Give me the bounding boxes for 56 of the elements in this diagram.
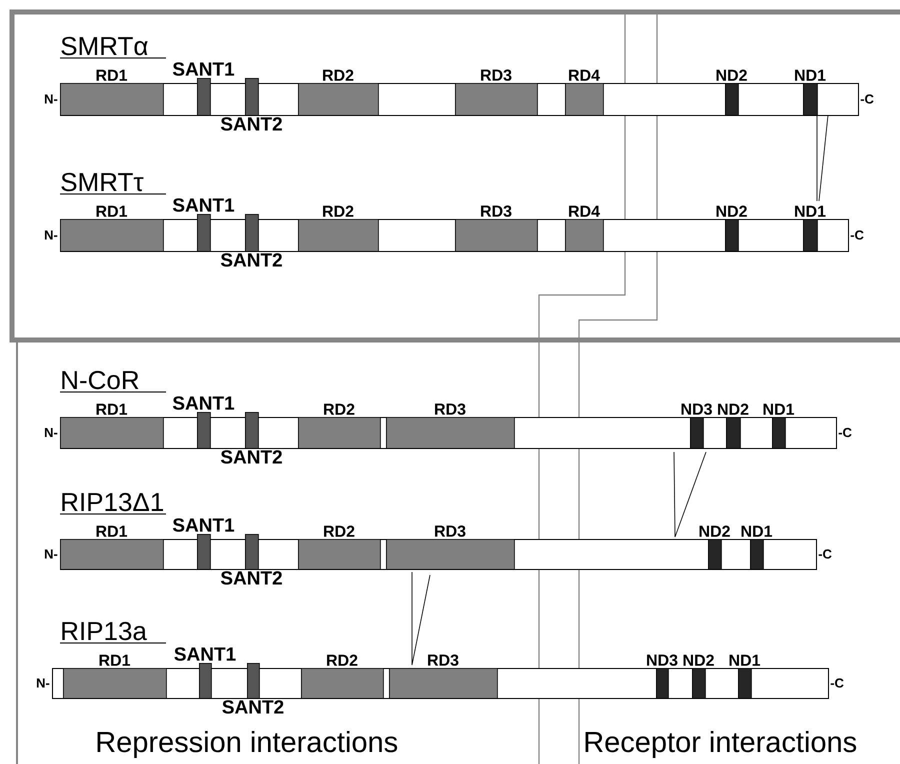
protein-name: N-CoR	[60, 370, 166, 392]
domain-label: ND2	[684, 654, 714, 666]
terminus-label: -C	[860, 94, 874, 104]
domain-label: RD4	[569, 70, 600, 81]
terminus-label: N-	[44, 550, 58, 558]
region-caption: Repression interactions	[98, 731, 398, 758]
domain-label: RD2	[324, 404, 354, 415]
domain-label: RD4	[569, 206, 600, 217]
terminus-label: N-	[44, 428, 58, 437]
domain-label: RD1	[100, 654, 130, 666]
domain-label: RD2	[323, 70, 354, 81]
terminus-label: N-	[36, 678, 50, 688]
domain-label: ND2	[718, 404, 748, 415]
domain-label: RD3	[481, 69, 512, 81]
domain-label: SANT1	[172, 518, 234, 532]
domain-label: ND2	[716, 206, 747, 217]
protein-name: SMRTα	[60, 36, 166, 58]
domain-label: ND1	[795, 206, 826, 217]
terminus-label: -C	[830, 678, 844, 688]
domain-label: SANT1	[172, 198, 234, 212]
terminus-label: -C	[838, 428, 852, 438]
domain-label: ND2	[700, 526, 730, 537]
domain-label: RD3	[428, 654, 458, 666]
domain-label: SANT1	[172, 62, 234, 76]
domain-label: SANT2	[220, 253, 282, 267]
domain-label: RD2	[327, 654, 358, 666]
domain-label: SANT2	[220, 571, 282, 585]
terminus-label: N-	[44, 94, 58, 104]
domain-label: ND1	[730, 654, 760, 666]
domain-label: RD1	[96, 404, 128, 415]
domain-label: RD2	[323, 206, 354, 217]
domain-label: RD1	[96, 526, 128, 537]
terminus-label: -C	[818, 549, 832, 559]
protein-name: RIP13a	[60, 622, 166, 644]
region-caption: Receptor interactions	[586, 731, 856, 758]
domain-label: ND1	[795, 70, 826, 81]
domain-label: RD1	[96, 70, 128, 81]
domain-label: RD3	[435, 403, 466, 415]
domain-label: SANT2	[220, 450, 282, 464]
terminus-label: N-	[44, 230, 58, 240]
protein-name: SMRTτ	[60, 172, 166, 194]
domain-label: SANT2	[220, 117, 282, 131]
domain-label: SANT2	[222, 700, 284, 714]
domain-label: RD1	[96, 206, 128, 217]
terminus-label: -C	[850, 230, 864, 240]
protein-name: RIP13Δ1	[60, 492, 166, 514]
domain-label: ND2	[716, 70, 747, 81]
domain-label: ND1	[742, 526, 772, 537]
domain-label: RD3	[435, 525, 466, 537]
domain-label: SANT1	[174, 647, 236, 661]
domain-label: ND1	[764, 404, 794, 415]
domain-label: SANT1	[172, 396, 234, 410]
domain-label: ND3	[682, 403, 712, 415]
domain-label: RD2	[324, 526, 354, 537]
domain-label: ND3	[647, 654, 678, 666]
domain-label: RD3	[481, 205, 512, 217]
